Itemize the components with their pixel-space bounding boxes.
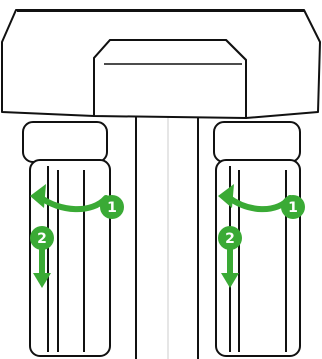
step-2-badge-right: 2 bbox=[218, 226, 242, 250]
step-1-number: 1 bbox=[107, 200, 117, 216]
step-1-number-right: 1 bbox=[288, 200, 298, 216]
step-1-badge: 1 bbox=[100, 195, 124, 219]
step-1-badge-right: 1 bbox=[281, 195, 305, 219]
pull-down-icon bbox=[221, 242, 239, 288]
step-2-number: 2 bbox=[37, 231, 47, 247]
center-filter-cartridge bbox=[135, 107, 199, 359]
step-2-badge: 2 bbox=[30, 226, 54, 250]
pull-down-icon bbox=[33, 242, 51, 288]
step-2-number-right: 2 bbox=[225, 231, 235, 247]
filter-head bbox=[1, 9, 321, 119]
